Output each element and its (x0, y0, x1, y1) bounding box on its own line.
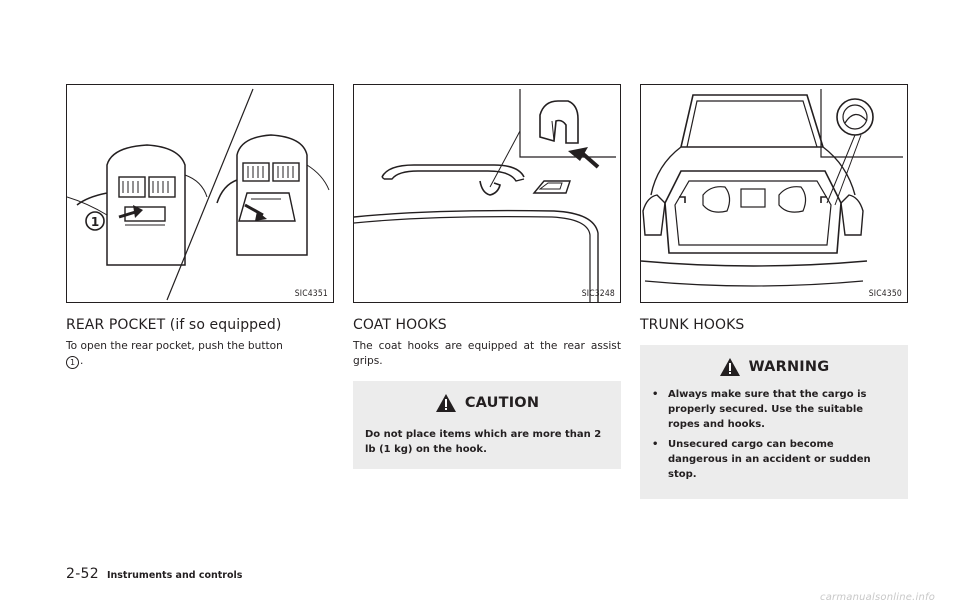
warning-triangle-icon (719, 358, 740, 376)
warning-list: • Always make sure that the cargo is prop… (652, 387, 896, 482)
trunk-hook-illustration: SIC4350 (640, 84, 908, 303)
coat-hooks-description: The coat hooks are equipped at the rear … (353, 340, 621, 367)
section-heading-trunk-hooks: TRUNK HOOKS (640, 317, 745, 333)
bullet-icon: • (652, 389, 659, 400)
figure-callout-1: 1 (91, 215, 99, 229)
figure-id-label: SIC4350 (868, 289, 902, 299)
column-rear-pocket: 1 SIC4351 REAR POCKET (if so equipped) T… (66, 84, 336, 369)
rear-pocket-instructions: To open the rear pocket, push the button… (66, 339, 334, 369)
caution-box: CAUTION Do not place items which are mor… (353, 381, 621, 469)
warning-item-text: Always make sure that the cargo is prope… (668, 389, 867, 430)
rear-pocket-text-end: . (80, 355, 84, 367)
section-heading-rear-pocket: REAR POCKET (if so equipped) (66, 317, 282, 333)
section-heading-coat-hooks: COAT HOOKS (353, 317, 447, 333)
rear-pocket-illustration: 1 SIC4351 (66, 84, 334, 303)
rear-pocket-drawing: 1 (67, 88, 330, 301)
section-name: Instruments and controls (106, 570, 243, 581)
column-trunk-hooks: SIC4350 TRUNK HOOKS WARNING • Always make… (640, 84, 910, 499)
warning-triangle-icon (435, 394, 456, 412)
page-footer: 2-52 Instruments and controls (66, 566, 242, 582)
trunk-hook-drawing (641, 89, 903, 287)
caution-text: Do not place items which are more than 2… (365, 429, 602, 455)
column-coat-hooks: SIC3248 COAT HOOKS The coat hooks are eq… (353, 84, 623, 469)
bullet-icon: • (652, 439, 659, 450)
caution-title-row: CAUTION (365, 391, 609, 415)
list-item: • Always make sure that the cargo is prop… (652, 387, 896, 432)
coat-hook-illustration: SIC3248 (353, 84, 621, 303)
figure-id-label: SIC4351 (294, 289, 328, 299)
page-number: 2-52 (66, 566, 99, 582)
list-item: • Unsecured cargo can become dangerous in… (652, 437, 896, 482)
rear-pocket-text: To open the rear pocket, push the button (66, 340, 283, 352)
figure-id-label: SIC3248 (581, 289, 615, 299)
warning-item-text: Unsecured cargo can become dangerous in … (668, 439, 871, 480)
warning-title-row: WARNING (652, 355, 896, 379)
watermark-text: carmanualsonline.info (820, 592, 936, 603)
warning-box: WARNING • Always make sure that the cargo… (640, 345, 908, 499)
circled-number-badge: 1 (66, 356, 79, 369)
coat-hook-drawing (354, 89, 616, 302)
caution-title: CAUTION (464, 395, 540, 411)
warning-title: WARNING (748, 359, 830, 375)
